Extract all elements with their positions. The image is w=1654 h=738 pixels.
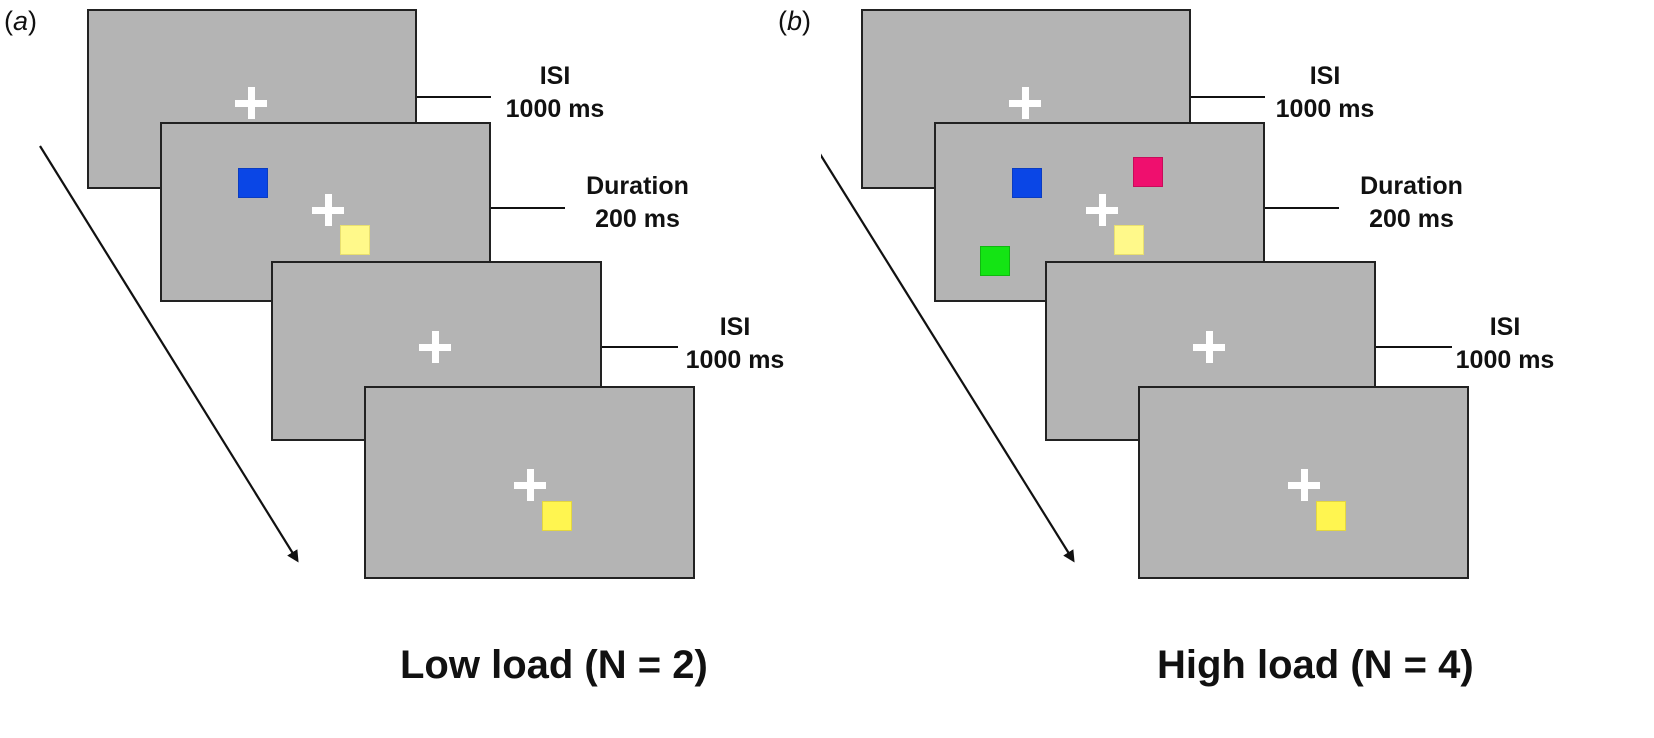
fixation-cross (419, 331, 451, 363)
caption-high-load: High load (N = 4) (1157, 643, 1474, 687)
panel-letter-b-text: b (787, 6, 803, 36)
label-isi-1-value: 1000 ms (1275, 95, 1375, 123)
leader-line-isi-1 (1191, 96, 1265, 98)
probe-square-yellow (542, 501, 572, 531)
label-isi-1-value: 1000 ms (505, 95, 605, 123)
fixation-cross (1288, 469, 1320, 501)
time-arrow (39, 145, 299, 563)
panel-b-high-load: (b) ISI 1000 ms Duration 200 ms ISI 1000… (778, 0, 1648, 738)
memory-square-yellow (340, 225, 370, 255)
label-isi-1: ISI 1000 ms (1265, 60, 1385, 126)
fixation-cross (514, 469, 546, 501)
label-isi-2-name: ISI (1489, 313, 1521, 341)
label-duration: Duration 200 ms (1349, 170, 1474, 236)
memory-square-yellow (1114, 225, 1144, 255)
label-duration-name: Duration (1360, 172, 1463, 200)
label-isi-2: ISI 1000 ms (1445, 311, 1565, 377)
label-isi-2-value: 1000 ms (685, 346, 785, 374)
leader-line-duration (1265, 207, 1339, 209)
panel-letter-b: (b) (778, 6, 812, 36)
memory-square-green (980, 246, 1010, 276)
label-duration: Duration 200 ms (575, 170, 700, 236)
label-isi-2-name: ISI (719, 313, 751, 341)
caption-low-load: Low load (N = 2) (400, 643, 708, 687)
fixation-cross (1193, 331, 1225, 363)
memory-square-blue (238, 168, 268, 198)
leader-line-duration (491, 207, 565, 209)
label-duration-value: 200 ms (595, 205, 680, 233)
label-isi-2: ISI 1000 ms (675, 311, 795, 377)
label-duration-name: Duration (586, 172, 689, 200)
panel-letter-a-text: a (13, 6, 29, 36)
fixation-cross (312, 194, 344, 226)
label-isi-1-name: ISI (539, 62, 571, 90)
memory-square-magenta (1133, 157, 1163, 187)
fixation-cross (1009, 87, 1041, 119)
label-isi-2-value: 1000 ms (1455, 346, 1555, 374)
screen-probe (364, 386, 695, 579)
label-isi-1: ISI 1000 ms (495, 60, 615, 126)
time-arrow (821, 153, 1075, 563)
leader-line-isi-1 (417, 96, 491, 98)
fixation-cross (235, 87, 267, 119)
memory-square-blue (1012, 168, 1042, 198)
probe-square-yellow (1316, 501, 1346, 531)
label-duration-value: 200 ms (1369, 205, 1454, 233)
panel-a-low-load: (a) ISI 1000 ms Duration 200 ms ISI 1000… (4, 6, 795, 687)
label-isi-1-name: ISI (1309, 62, 1341, 90)
leader-line-isi-2 (1376, 346, 1452, 348)
panel-letter-a: (a) (4, 6, 38, 36)
fixation-cross (1086, 194, 1118, 226)
screen-probe (1138, 386, 1469, 579)
leader-line-isi-2 (602, 346, 678, 348)
